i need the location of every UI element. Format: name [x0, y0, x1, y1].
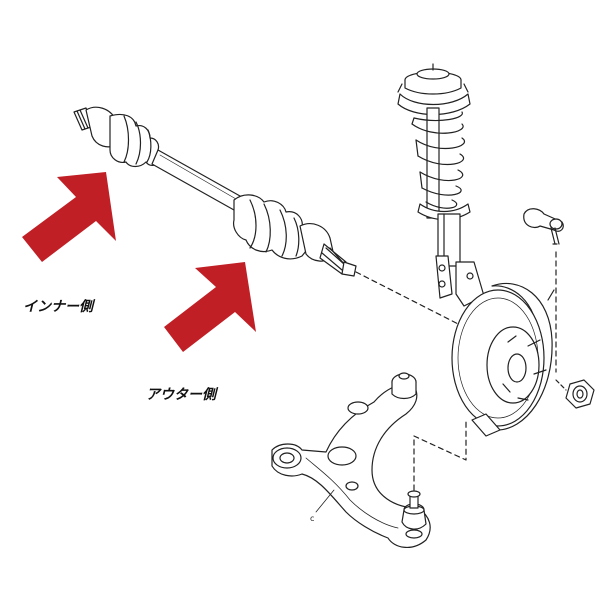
- inner-boot: [109, 113, 165, 168]
- lower-control-arm: [271, 372, 431, 548]
- hub-nut: [565, 379, 595, 409]
- outer-boot: [233, 194, 313, 260]
- brake-disc-hub: [451, 282, 555, 437]
- outer-arrow-icon: [164, 262, 256, 352]
- drive-shaft: [73, 106, 357, 277]
- tie-rod-end: [523, 208, 564, 245]
- shaft-alignment-line: [355, 271, 471, 331]
- strut-assembly: [397, 63, 485, 307]
- inner-side-label: インナー側: [23, 299, 93, 315]
- part-c-label: c: [310, 514, 314, 523]
- part-c-leader-line: [315, 489, 335, 513]
- ball-joint-alignment-line: [413, 419, 467, 491]
- outer-side-label: アウター側: [146, 387, 216, 403]
- inner-arrow-icon: [22, 172, 116, 262]
- nut-alignment-line: [555, 379, 567, 391]
